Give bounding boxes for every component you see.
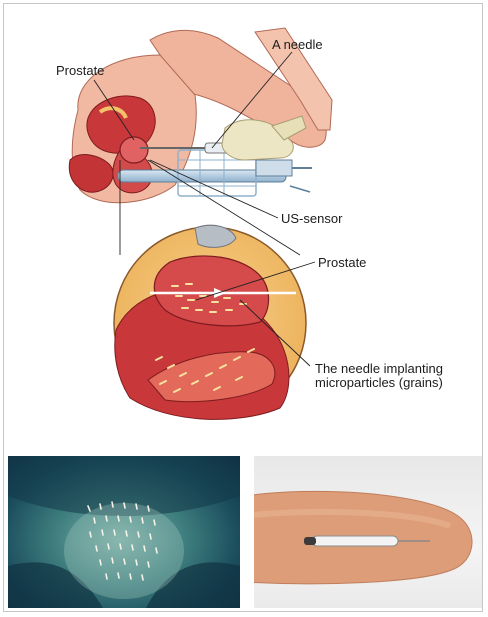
magnified-inset (114, 225, 315, 419)
label-implanting-line1: The needle implanting (315, 362, 443, 376)
prostate-small (120, 137, 148, 163)
label-implanting-needle: The needle implanting microparticles (gr… (315, 362, 443, 390)
xray-photo (8, 456, 240, 608)
label-implanting-line2: microparticles (grains) (315, 376, 443, 390)
label-prostate-top: Prostate (56, 64, 104, 78)
label-needle: A needle (272, 38, 323, 52)
label-us-sensor: US-sensor (281, 212, 342, 226)
seed-on-fingertip-photo (254, 456, 482, 608)
label-prostate-inset: Prostate (318, 256, 366, 270)
